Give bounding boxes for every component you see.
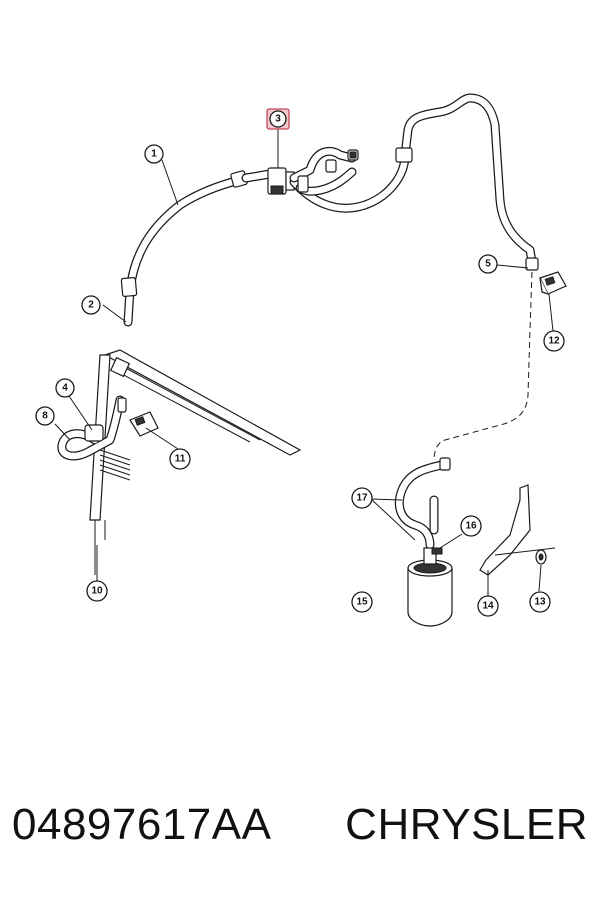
callout-12-label: 12: [548, 336, 560, 347]
callout-17: 17: [351, 487, 373, 509]
callout-13: 13: [529, 591, 551, 613]
callout-5: 5: [478, 254, 498, 274]
callout-15-label: 15: [356, 597, 368, 608]
leader-lines: [54, 128, 554, 596]
callout-10: 10: [86, 580, 108, 602]
callout-17-label: 17: [356, 493, 368, 504]
receiver-drier: [407, 547, 453, 627]
callout-16: 16: [460, 515, 482, 537]
callout-12: 12: [543, 330, 565, 352]
callout-11: 11: [169, 448, 191, 470]
clamp-assembly-4-8: [57, 395, 127, 461]
callout-15: 15: [351, 591, 373, 613]
brand-name: CHRYSLER: [345, 800, 588, 849]
bracket-14: [479, 484, 556, 576]
callout-4: 4: [55, 378, 75, 398]
callout-5-label: 5: [485, 259, 491, 270]
part-number: 04897617AA: [12, 800, 272, 849]
callout-3-label: 3: [275, 114, 281, 125]
callout-8-label: 8: [42, 411, 48, 422]
suction-hose: [120, 169, 275, 327]
callout-4-label: 4: [62, 383, 68, 394]
condenser-fins: [99, 449, 131, 481]
callout-13-label: 13: [534, 597, 546, 608]
dashed-routing-line: [433, 271, 533, 461]
callout-2: 2: [81, 295, 101, 315]
callout-11-label: 11: [175, 454, 186, 465]
callout-14-label: 14: [482, 601, 494, 612]
ac-line-diagram: 1 2 3 4 5 8 10 11 12 13 14 15: [35, 93, 567, 627]
part-info-footer: 04897617AA CHRYSLER: [0, 800, 600, 860]
clip-12: [539, 271, 567, 295]
callout-3: 3: [266, 108, 290, 130]
callout-1: 1: [144, 144, 164, 164]
callout-16-label: 16: [465, 521, 477, 532]
clamp-16: [431, 547, 443, 555]
callout-10-label: 10: [91, 586, 103, 597]
callout-2-label: 2: [88, 300, 94, 311]
callout-1-label: 1: [151, 149, 157, 160]
clip-11: [129, 411, 159, 437]
condenser: [89, 349, 302, 575]
liquid-line-17: [394, 457, 451, 550]
discharge-line: [289, 93, 539, 271]
nut-13: [535, 549, 547, 565]
callout-14: 14: [477, 595, 499, 617]
callout-8: 8: [35, 406, 55, 426]
